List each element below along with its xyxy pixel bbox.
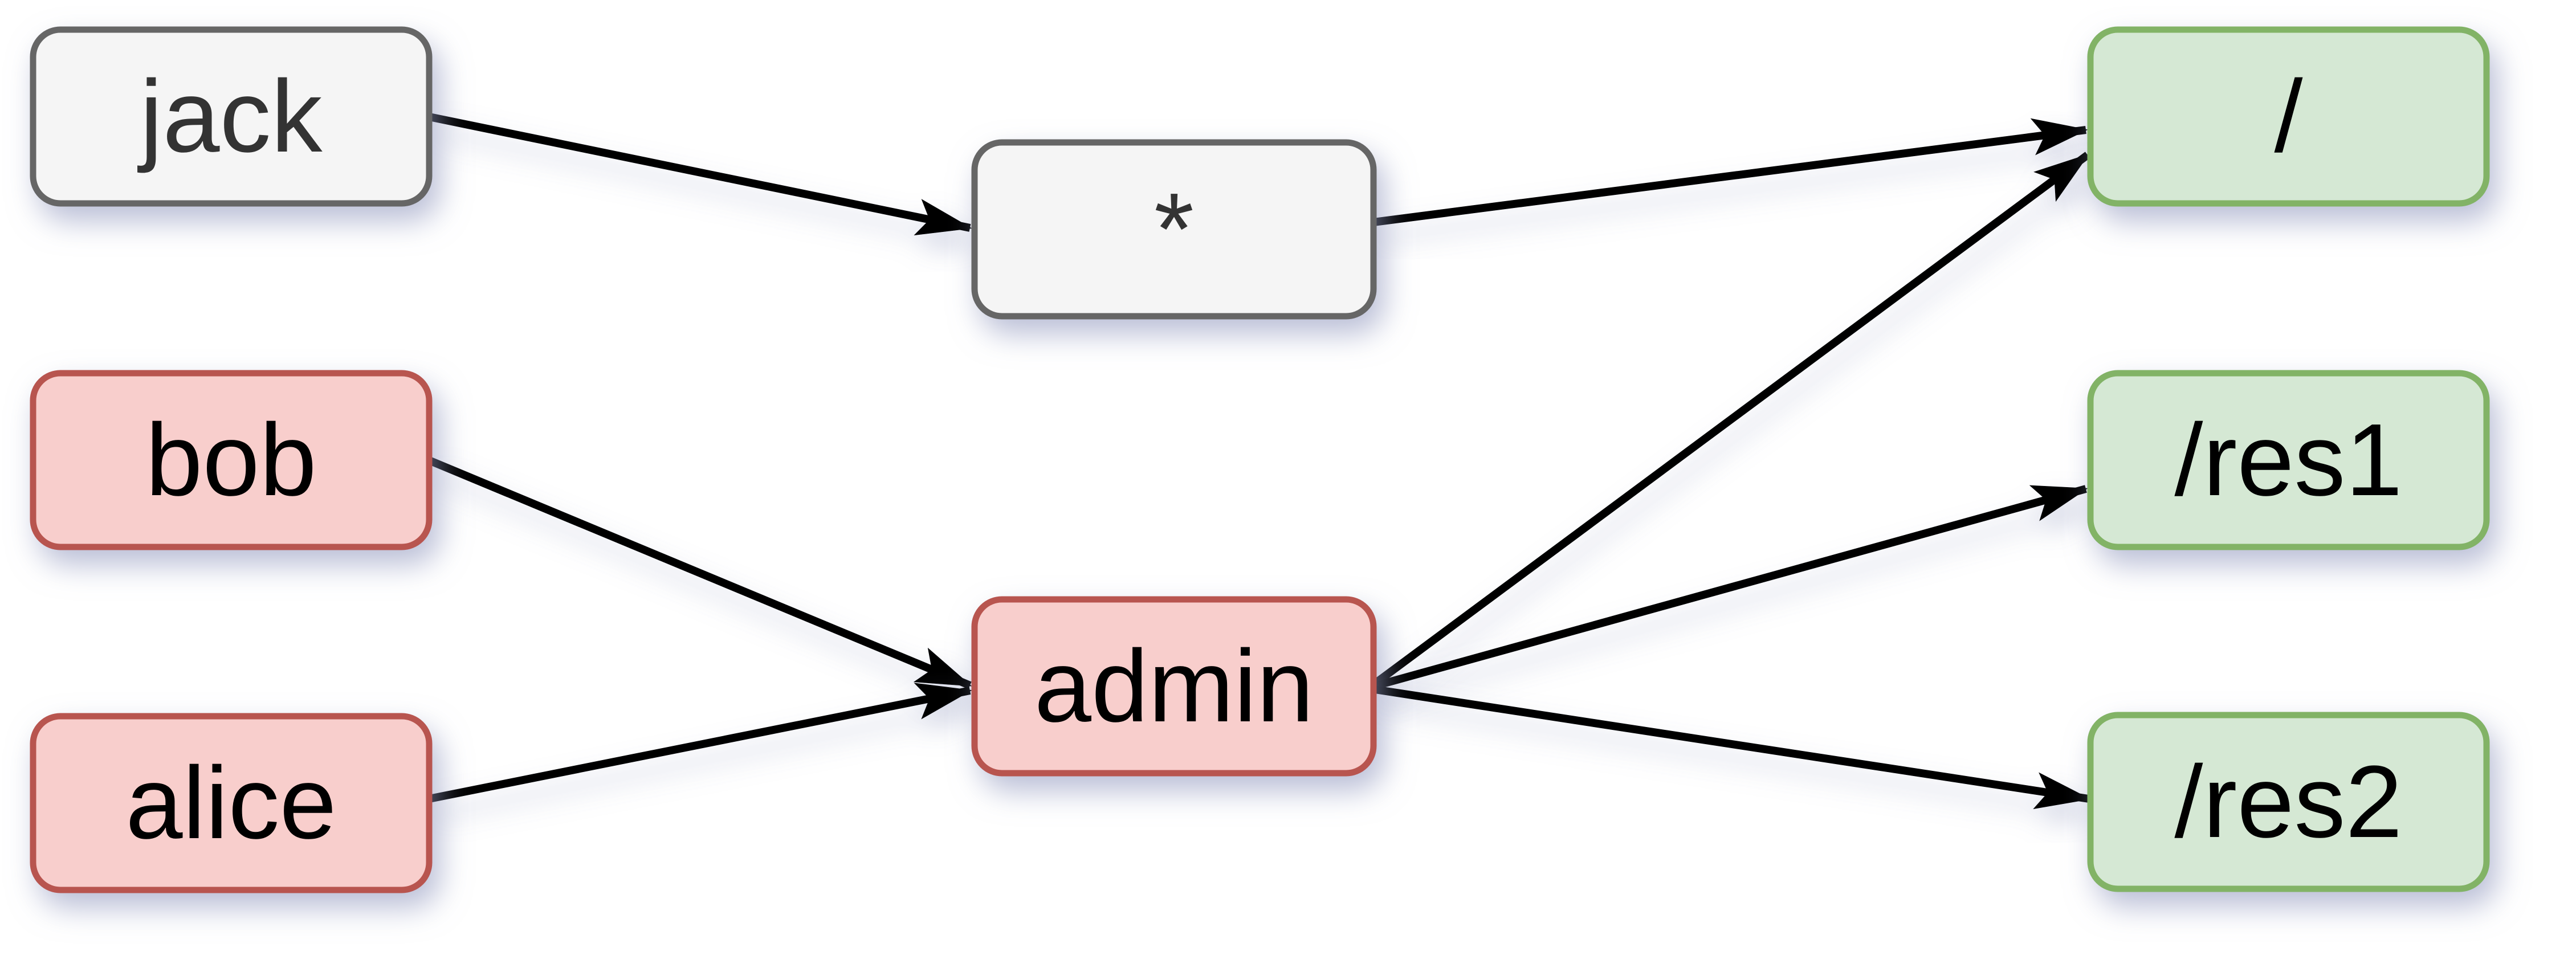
node-label-root: / (2274, 59, 2303, 174)
node-admin: admin (971, 596, 1377, 777)
edges-layer (427, 113, 2092, 810)
node-res2: /res2 (2087, 712, 2490, 892)
node-box-admin (971, 596, 1377, 777)
node-label-jack: jack (137, 59, 323, 174)
node-box-alice (30, 713, 433, 893)
node-label-bob: bob (145, 403, 316, 517)
node-box-star (971, 139, 1377, 320)
node-star: * (971, 139, 1377, 320)
node-jack: jack (30, 26, 433, 207)
node-alice: alice (30, 713, 433, 893)
edge-admin-to-res2 (1373, 685, 2092, 810)
edge-alice-to-admin (428, 683, 973, 803)
node-box-bob (30, 370, 433, 550)
node-res1: /res1 (2087, 370, 2490, 550)
node-bob: bob (30, 370, 433, 550)
node-box-root (2087, 26, 2490, 207)
node-label-star: * (1154, 172, 1194, 287)
node-label-admin: admin (1034, 629, 1314, 744)
node-root: / (2087, 26, 2490, 207)
edge-admin-to-root (1372, 152, 2090, 687)
nodes-layer: jack * bob admin alice / /res1/res2 (30, 26, 2490, 893)
node-box-jack (30, 26, 433, 207)
node-label-res1: /res1 (2174, 403, 2402, 517)
edge-admin-to-res1 (1373, 485, 2088, 690)
edge-jack-to-star (428, 113, 972, 236)
node-box-res2 (2087, 712, 2490, 892)
node-label-alice: alice (125, 746, 336, 860)
edge-star-to-root (1373, 118, 2089, 226)
node-box-res1 (2087, 370, 2490, 550)
edge-bob-to-admin (427, 456, 972, 689)
node-label-res2: /res2 (2174, 745, 2402, 859)
